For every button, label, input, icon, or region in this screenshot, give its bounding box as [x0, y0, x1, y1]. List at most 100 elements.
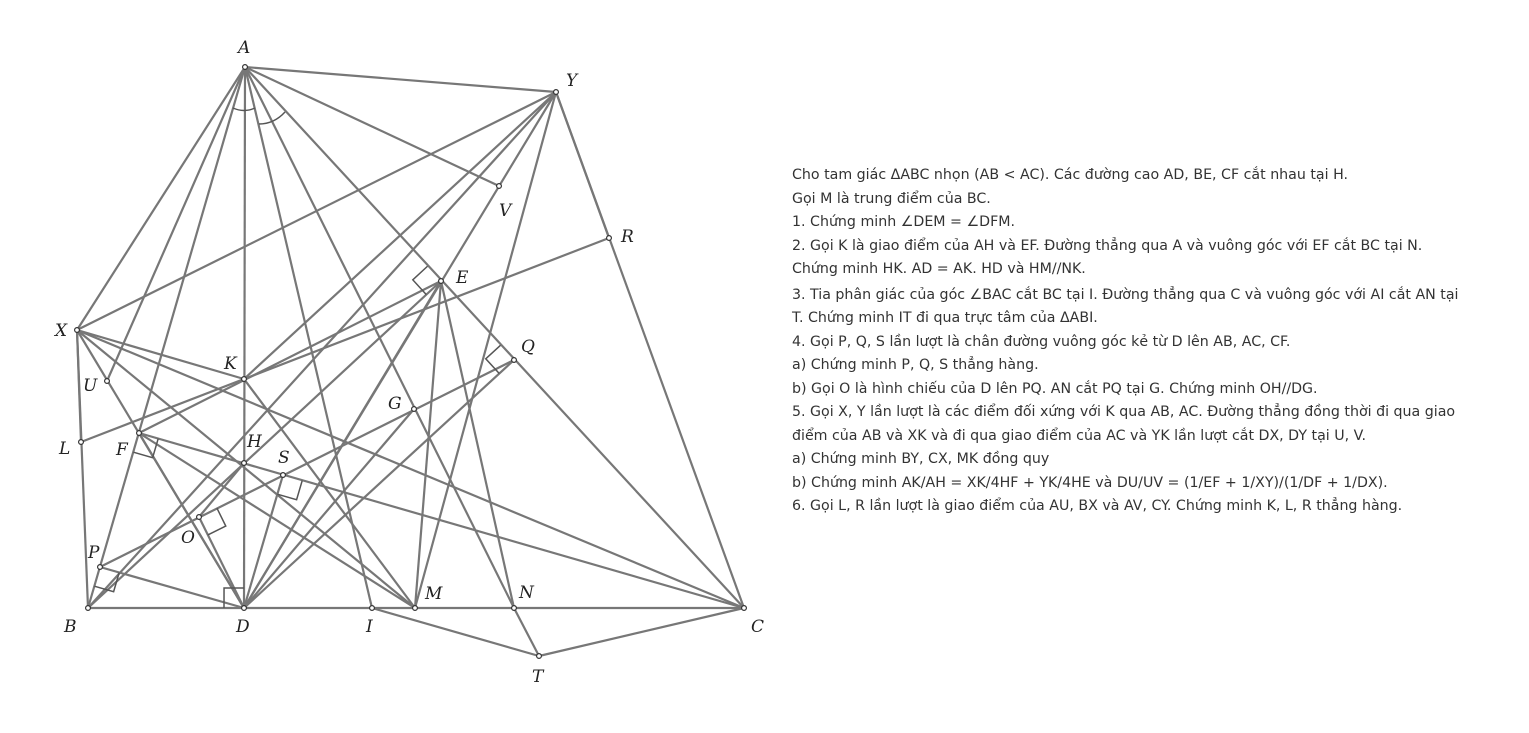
label-S: S [278, 448, 290, 468]
segment-FM [138, 432, 416, 609]
right-angle-P [94, 572, 120, 593]
point-D [241, 604, 248, 611]
segment-DP [99, 565, 245, 610]
segment-AY [244, 65, 557, 94]
label-F: F [115, 440, 129, 460]
right-angle-Q [484, 344, 501, 375]
segment-PQ [99, 359, 515, 568]
point-M [412, 604, 419, 611]
segment-XY [76, 91, 557, 331]
segment-RY [554, 91, 611, 239]
segment-YD [243, 91, 557, 609]
label-Q: Q [521, 337, 535, 357]
problem-line-2: 2. Gọi K là giao điểm của AH và EF. Đườn… [792, 237, 1423, 254]
segment-XD [76, 329, 245, 609]
problem-line-5: 5. Gọi X, Y lần lượt là các điểm đối xứn… [792, 404, 1456, 420]
label-X: X [53, 321, 68, 341]
problem-line-5-cont: điểm của AB và XK và đi qua giao điểm củ… [792, 427, 1367, 444]
angle-mark-dac [258, 111, 286, 125]
segment-NE [439, 280, 516, 609]
label-T: T [532, 667, 545, 687]
segment-YM [413, 91, 558, 609]
problem-statement: Cho tam giác ΔABC nhọn (AB < AC). Các đư… [792, 164, 1512, 519]
point-C [740, 604, 747, 611]
label-C: C [751, 617, 764, 637]
problem-line-intro: Cho tam giác ΔABC nhọn (AB < AC). Các đư… [792, 167, 1349, 183]
label-I: I [365, 617, 373, 637]
right-angle-S [277, 480, 303, 501]
right-angle-F [133, 438, 159, 459]
figure-points [73, 63, 747, 659]
segment-LR [80, 236, 610, 444]
point-T [535, 652, 542, 659]
point-L [77, 439, 84, 446]
segment-OH [198, 462, 245, 518]
label-E: E [455, 268, 469, 288]
point-X [73, 327, 80, 334]
segment-AB [86, 66, 247, 609]
point-E [438, 278, 445, 285]
problem-line-1: 1. Chứng minh ∠DEM = ∠DFM. [792, 214, 1016, 230]
segment-DQ [243, 359, 515, 609]
point-P [96, 563, 103, 570]
label-P: P [87, 543, 100, 563]
right-angle-marks [94, 265, 501, 609]
problem-line-6: 6. Gọi L, R lần lượt là giao điểm của AU… [792, 498, 1403, 514]
segment-EF [138, 280, 442, 434]
label-G: G [388, 394, 402, 414]
point-G [411, 406, 418, 413]
point-A [242, 63, 249, 70]
segment-AC [244, 66, 745, 609]
problem-line-3-proof: T. Chứng minh IT đi qua trực tâm của ΔAB… [792, 310, 1098, 326]
problem-line-2-proof: Chứng minh HK. AD = AK. HD và HM//NK. [792, 261, 1086, 277]
point-U [103, 378, 110, 385]
problem-line-3: 3. Tia phân giác của góc ∠BAC cắt BC tại… [792, 286, 1459, 303]
segment-KY [243, 91, 557, 380]
angle-mark-bad [232, 107, 256, 112]
segment-CT [538, 606, 745, 658]
problem-line-4b: b) Gọi O là hình chiếu của D lên PQ. AN … [792, 380, 1318, 397]
angle-bisector-marks [232, 107, 286, 125]
problem-line-4a: a) Chứng minh P, Q, S thẳng hàng. [792, 357, 1039, 373]
label-B: B [63, 617, 77, 637]
point-N [511, 604, 518, 611]
segment-EM [413, 280, 443, 609]
segment-IT [371, 606, 540, 658]
label-D: D [235, 617, 250, 637]
problem-line-5a: a) Chứng minh BY, CX, MK đồng quy [792, 451, 1050, 467]
segment-XM [76, 329, 416, 609]
segment-DG [243, 408, 415, 609]
label-A: A [236, 38, 250, 58]
segment-AX [76, 66, 246, 331]
segment-DO [198, 516, 245, 609]
point-I [369, 604, 376, 611]
right-angle-E [411, 265, 429, 296]
segment-XL [75, 329, 83, 443]
point-H [241, 460, 248, 467]
segment-AI [243, 66, 374, 609]
segment-NT [513, 607, 540, 657]
label-Y: Y [566, 71, 579, 91]
problem-line-4: 4. Gọi P, Q, S lần lượt là chân đường vu… [792, 333, 1291, 350]
segment-AN [244, 66, 515, 609]
segment-AV [244, 66, 500, 187]
label-M: M [424, 584, 443, 604]
point-O [196, 513, 203, 520]
point-Q [511, 357, 518, 364]
right-angle-D [223, 587, 245, 609]
label-O: O [181, 528, 195, 548]
point-Y [552, 88, 559, 95]
point-K [241, 376, 248, 383]
label-U: U [83, 376, 98, 396]
segment-DS [242, 474, 285, 609]
point-V [496, 183, 503, 190]
segment-AU [105, 66, 247, 382]
label-L: L [58, 439, 70, 459]
segment-KX [76, 328, 245, 381]
point-S [280, 472, 287, 479]
label-R: R [620, 227, 634, 247]
point-B [84, 604, 91, 611]
segment-BE [87, 280, 442, 609]
